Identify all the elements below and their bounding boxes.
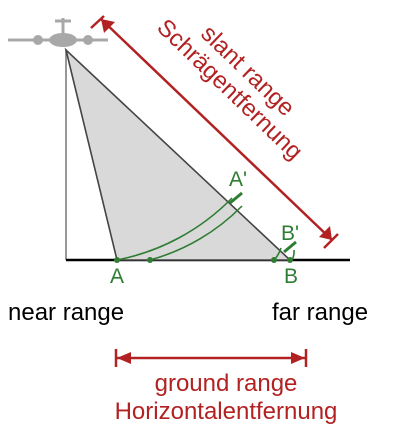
slant-range-labels: slant range Schrägentfernung — [151, 14, 307, 166]
aircraft-icon — [8, 18, 108, 47]
a-prime-tick — [229, 191, 243, 205]
point-b-label: B — [284, 265, 298, 288]
ground-range-arrow — [114, 349, 308, 367]
b-prime-label: B' — [281, 222, 299, 245]
near-b-marker — [271, 257, 277, 263]
near-range-label: near range — [8, 299, 124, 326]
arc-inner — [149, 205, 243, 261]
inner-marker — [147, 257, 153, 263]
viewing-triangle — [64, 47, 293, 261]
slant-range-arrow — [90, 15, 339, 249]
point-b-marker — [287, 257, 293, 263]
far-range-label: far range — [272, 299, 368, 326]
point-a-marker — [114, 257, 120, 263]
ground-range-de-label: Horizontalentfernung — [115, 398, 338, 425]
b-prime-tick — [283, 240, 297, 254]
point-a-label: A — [110, 265, 124, 288]
ground-range-en-label: ground range — [155, 370, 298, 397]
arc-a-to-a-prime — [116, 197, 233, 261]
a-prime-label: A' — [229, 168, 247, 191]
